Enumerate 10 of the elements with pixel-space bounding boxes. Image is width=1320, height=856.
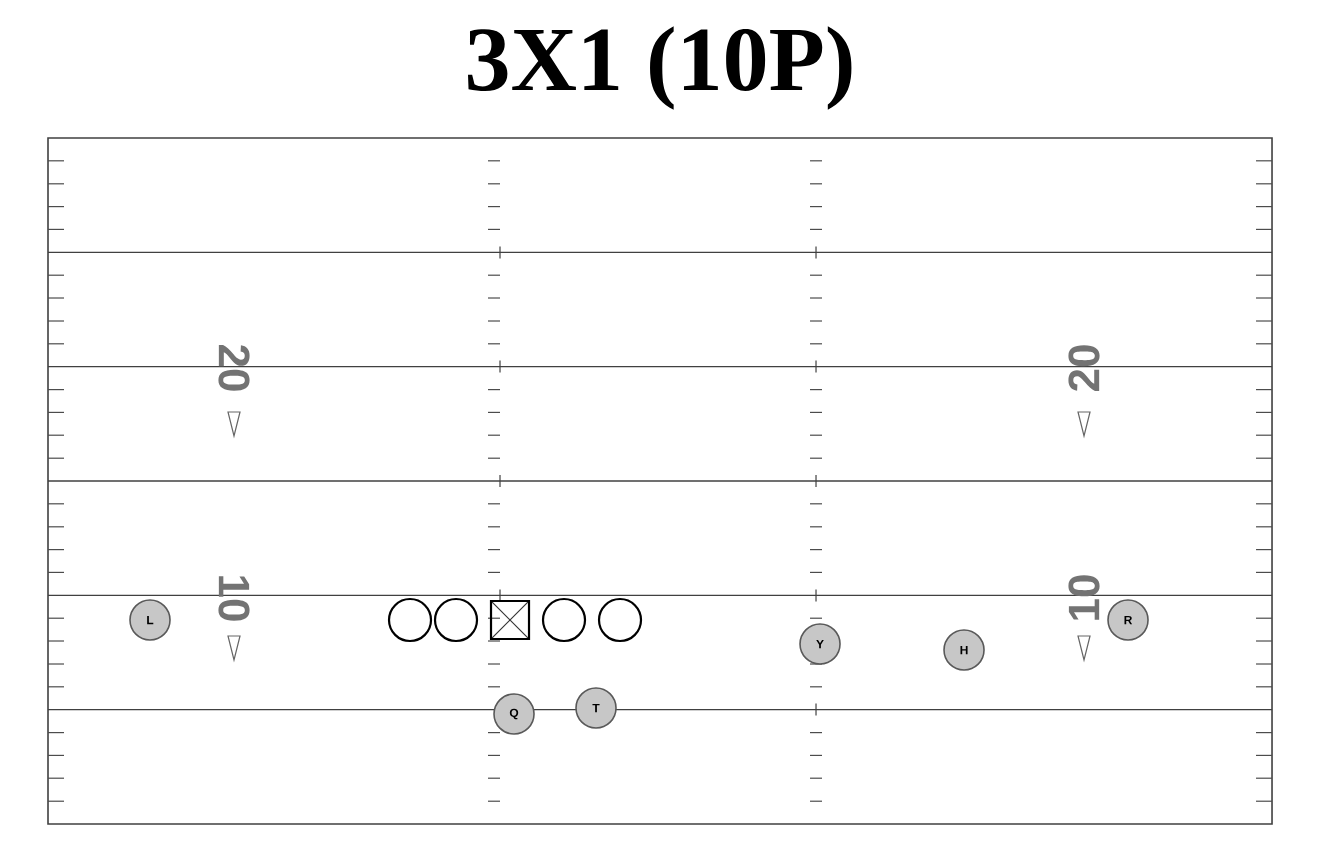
lineman-circle — [387, 597, 433, 643]
lineman-circle — [541, 597, 587, 643]
lineman-circle — [433, 597, 479, 643]
yard-number: 20 — [1068, 345, 1100, 391]
lineman-circle — [597, 597, 643, 643]
yard-number: 10 — [218, 576, 250, 621]
title: 3X1 (10P) — [468, 26, 852, 110]
yard-number: 10 — [1068, 575, 1100, 620]
yard-number: 20 — [218, 345, 250, 391]
center-square — [489, 599, 531, 641]
